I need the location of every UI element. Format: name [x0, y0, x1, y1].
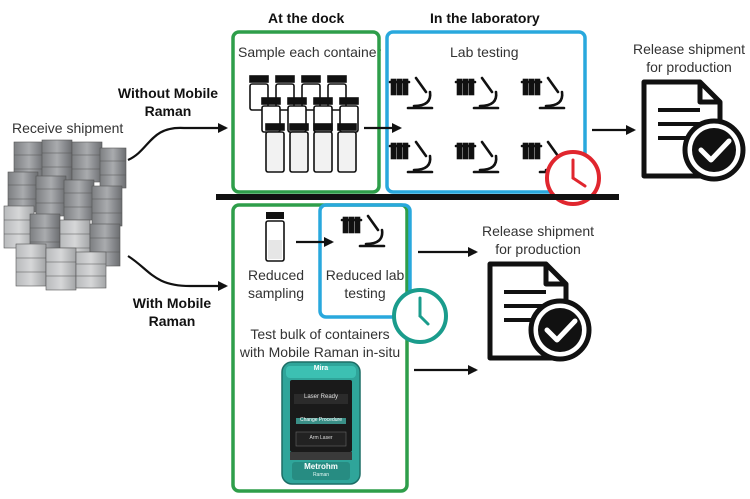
release-shipment-top-label: Release shipment for production: [628, 40, 750, 76]
reduced-sampling-line1: Reduced: [247, 267, 305, 283]
without-line2: Raman: [144, 103, 192, 119]
microscope-icon: [454, 140, 500, 174]
without-line1: Without Mobile: [117, 85, 219, 101]
vial-icon: [249, 75, 359, 173]
lab-box-top: [385, 30, 587, 194]
barrels-cluster: [3, 139, 127, 291]
arrow-to-with: [127, 255, 228, 291]
without-mobile-raman-label: Without Mobile Raman: [108, 84, 228, 120]
reduced-sampling-label: Reduced sampling: [236, 266, 316, 302]
device-change-procedure-button: Change Procedure: [300, 417, 342, 423]
microscope-icon: [454, 76, 500, 110]
device-brand-top: Mira: [313, 365, 329, 372]
microscope-icon: [388, 140, 434, 174]
reduced-sampling-line2: sampling: [247, 285, 305, 301]
arrow-to-without: [127, 123, 228, 162]
test-bulk-line1: Test bulk of containers: [250, 326, 390, 342]
test-bulk-label: Test bulk of containers with Mobile Rama…: [232, 325, 408, 361]
microscope-icons-top: [388, 76, 566, 174]
dock-box-top: [231, 30, 381, 194]
device-brand-sub: Raman: [312, 472, 330, 478]
with-mobile-raman-label: With Mobile Raman: [112, 294, 232, 330]
release-top-line2: for production: [646, 59, 732, 75]
lab-testing-label: Lab testing: [450, 44, 519, 60]
release-top-line1: Release shipment: [632, 41, 746, 57]
clock-icon-red: [545, 150, 601, 206]
reduced-lab-line1: Reduced lab: [325, 267, 405, 283]
device-arm-laser-button: Arm Laser: [309, 435, 333, 441]
raman-device: [281, 361, 361, 485]
sample-each-container-label: Sample each container: [238, 44, 382, 60]
document-check-icon-top: [641, 79, 746, 182]
clock-icon-teal: [392, 288, 448, 344]
separator-line: [216, 194, 619, 200]
release-shipment-bottom-label: Release shipment for production: [468, 222, 608, 258]
header-at-the-dock: At the dock: [268, 10, 345, 26]
vials-grid: [249, 75, 359, 173]
device-brand-bottom: Metrohm: [304, 462, 338, 471]
microscope-icon-bottom: [340, 214, 386, 248]
reduced-lab-testing-label: Reduced lab testing: [322, 266, 408, 302]
with-line2: Raman: [148, 313, 196, 329]
vial-icon-single: [265, 212, 285, 262]
lab-box-bottom: [318, 203, 412, 319]
receive-shipment-label: Receive shipment: [12, 120, 124, 136]
device-screen-title: Laser Ready: [303, 394, 339, 400]
reduced-lab-line2: testing: [344, 285, 386, 301]
with-line1: With Mobile: [132, 295, 212, 311]
document-check-icon-bottom: [487, 261, 592, 362]
release-bottom-line2: for production: [495, 241, 581, 257]
release-bottom-line1: Release shipment: [481, 223, 595, 239]
header-in-the-laboratory: In the laboratory: [430, 10, 540, 26]
test-bulk-line2: with Mobile Raman in-situ: [239, 344, 401, 360]
microscope-icon: [520, 76, 566, 110]
dock-box-bottom: [231, 203, 409, 493]
microscope-icon: [388, 76, 434, 110]
